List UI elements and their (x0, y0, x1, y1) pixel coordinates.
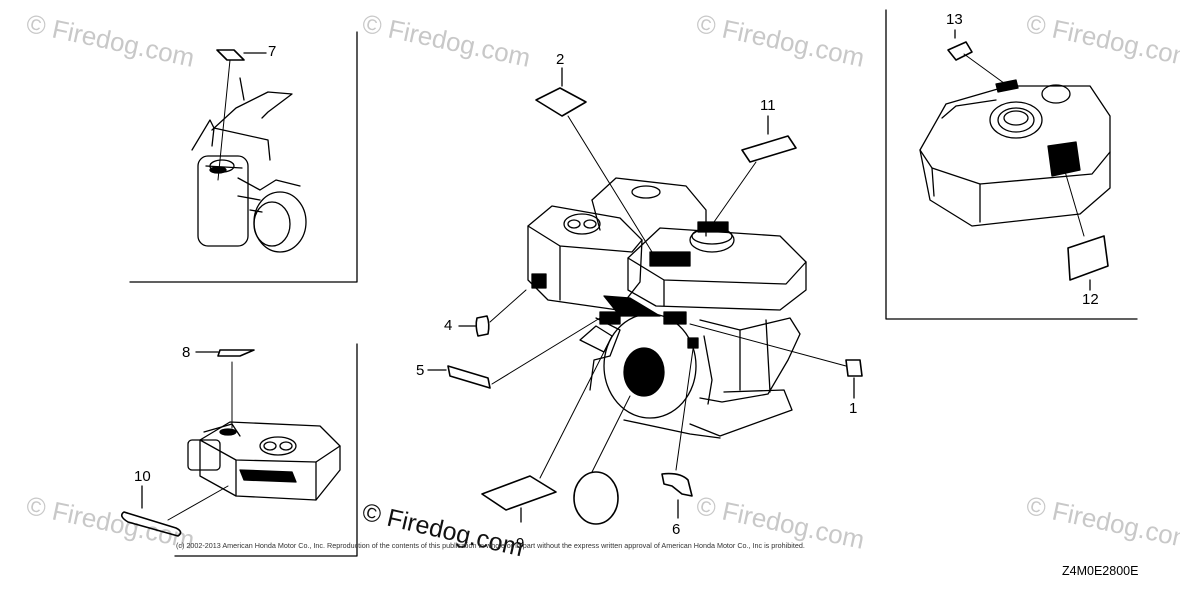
inset-top-right (919, 29, 1111, 291)
callout-10: 10 (134, 468, 151, 485)
callout-12: 12 (1082, 291, 1099, 308)
engine-main (527, 177, 807, 439)
callout-4: 4 (444, 317, 453, 334)
decal-1 (845, 359, 863, 377)
decal-13 (947, 41, 973, 61)
decal-12 (1067, 235, 1109, 281)
callout-7: 7 (268, 43, 277, 60)
decal-9 (217, 349, 255, 357)
decal-2 (535, 87, 587, 117)
decal-5 (447, 365, 491, 389)
decal-round (573, 471, 619, 525)
inset-bottom-left (120, 349, 341, 537)
decal-7 (216, 49, 245, 61)
decal-10 (120, 511, 182, 537)
callout-1: 1 (849, 400, 858, 417)
decal-6 (661, 472, 693, 497)
callout-13: 13 (946, 11, 963, 28)
main-decals (427, 67, 863, 525)
callout-11: 11 (760, 97, 776, 114)
decal-4 (475, 315, 490, 337)
inset-frames (129, 9, 1138, 557)
copyright-notice: (c) 2002-2013 American Honda Motor Co., … (176, 541, 805, 550)
callout-9: 8 (182, 344, 191, 361)
callout-8: 9 (516, 535, 525, 552)
diagram-code: Z4M0E2800E (1062, 564, 1139, 578)
decal-11 (741, 135, 797, 163)
callout-6: 6 (672, 521, 681, 538)
callout-5: 5 (416, 362, 425, 379)
inset-top-left (191, 49, 307, 253)
decal-8 (481, 475, 557, 511)
callout-2: 2 (556, 51, 565, 68)
